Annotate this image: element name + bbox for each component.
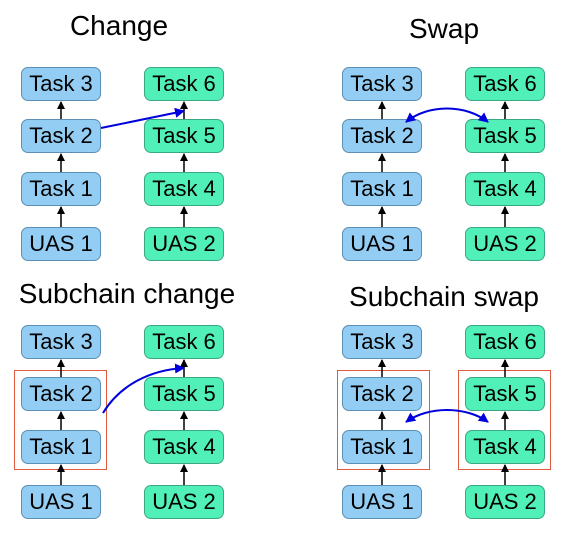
- task-node: Task 6: [144, 67, 224, 101]
- task-node: Task 2: [342, 119, 422, 153]
- task-node: Task 3: [21, 67, 101, 101]
- task-node: Task 4: [465, 430, 545, 464]
- task-node: Task 4: [144, 172, 224, 206]
- uas2-node: UAS 2: [465, 227, 545, 261]
- task-node: Task 6: [465, 325, 545, 359]
- uas2-node: UAS 2: [144, 227, 224, 261]
- task-node: Task 3: [21, 325, 101, 359]
- panel-title-change: Change: [69, 10, 169, 41]
- task-node: Task 6: [144, 325, 224, 359]
- task-node: Task 1: [342, 172, 422, 206]
- task-node: Task 5: [465, 377, 545, 411]
- panel-title-subchain-change: Subchain change: [18, 278, 236, 309]
- task-node: Task 5: [144, 377, 224, 411]
- uas2-node: UAS 2: [465, 485, 545, 519]
- uas1-node: UAS 1: [342, 227, 422, 261]
- uas1-node: UAS 1: [21, 227, 101, 261]
- panel-title-swap: Swap: [408, 13, 480, 44]
- task-node: Task 4: [144, 430, 224, 464]
- task-node: Task 4: [465, 172, 545, 206]
- task-node: Task 5: [465, 119, 545, 153]
- task-node: Task 2: [21, 377, 101, 411]
- task-node: Task 6: [465, 67, 545, 101]
- task-node: Task 2: [21, 119, 101, 153]
- task-node: Task 1: [21, 172, 101, 206]
- panel-title-subchain-swap: Subchain swap: [349, 281, 539, 312]
- task-node: Task 1: [21, 430, 101, 464]
- task-node: Task 2: [342, 377, 422, 411]
- uas2-node: UAS 2: [144, 485, 224, 519]
- task-node: Task 5: [144, 119, 224, 153]
- task-node: Task 1: [342, 430, 422, 464]
- uas1-node: UAS 1: [21, 485, 101, 519]
- uas1-node: UAS 1: [342, 485, 422, 519]
- task-node: Task 3: [342, 67, 422, 101]
- task-node: Task 3: [342, 325, 422, 359]
